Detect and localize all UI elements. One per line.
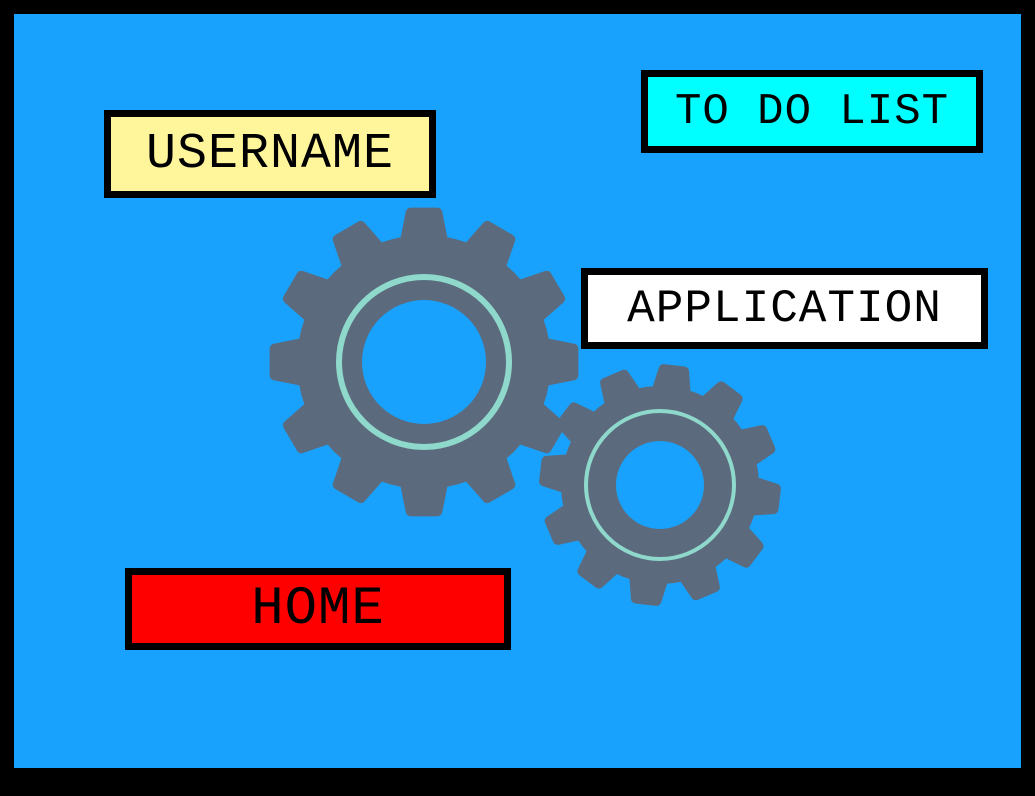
application-button[interactable]: APPLICATION [581, 268, 988, 349]
to-do-list-button[interactable]: TO DO LIST [641, 70, 983, 153]
large-gear-icon [269, 207, 579, 517]
username-button[interactable]: USERNAME [104, 110, 436, 198]
small-gear-icon [539, 364, 781, 606]
home-button[interactable]: HOME [125, 568, 511, 650]
